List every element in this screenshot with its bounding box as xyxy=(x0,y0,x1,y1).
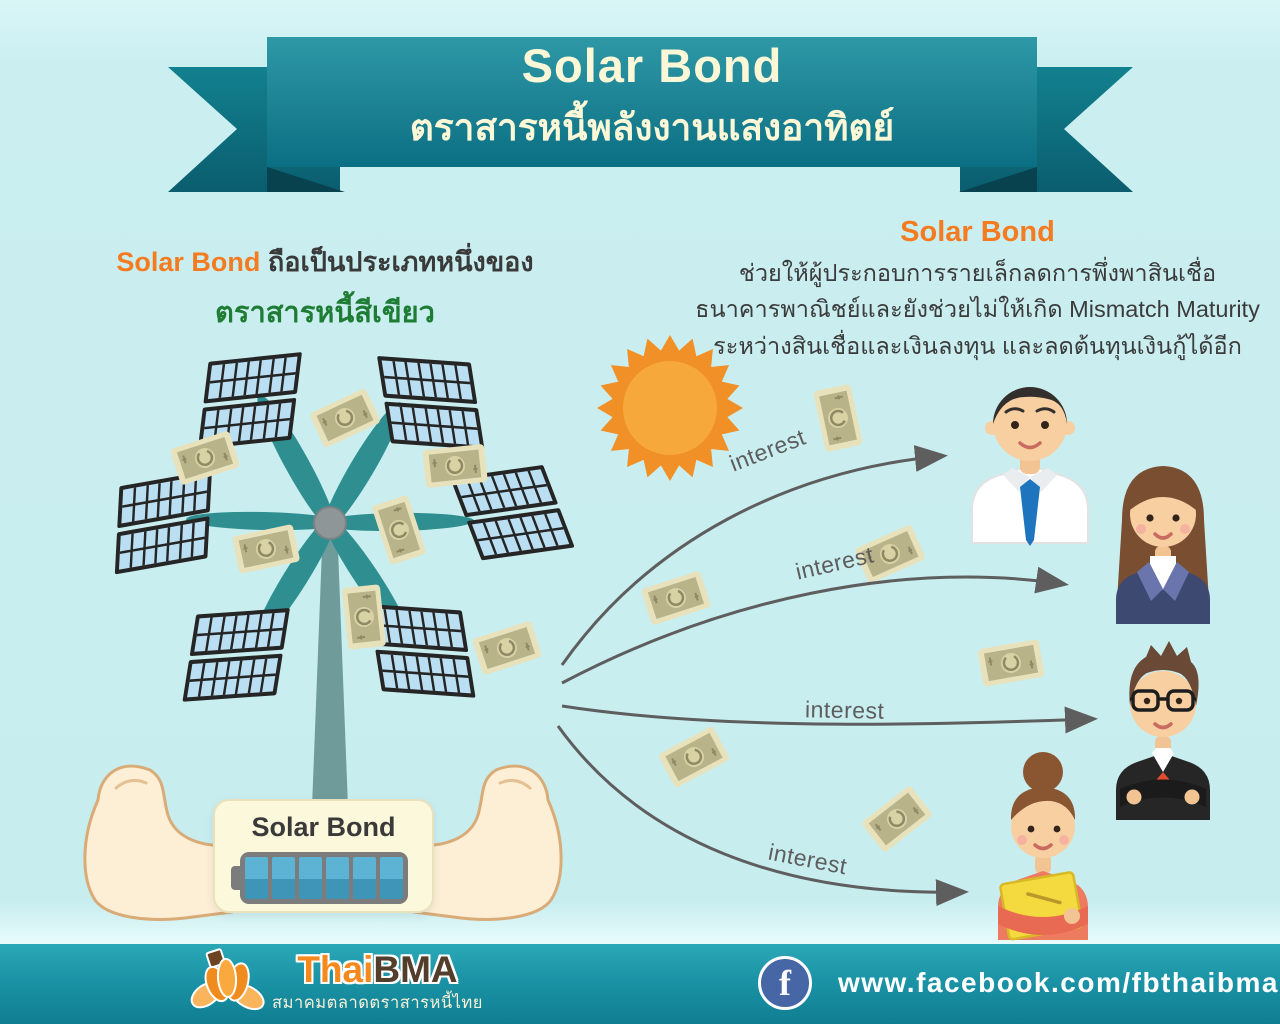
title-ribbon xyxy=(168,37,1133,192)
brand-bma: BMA xyxy=(373,948,458,990)
interest-arrows xyxy=(556,445,1098,907)
benefit-note: Solar Bond ช่วยให้ผู้ประกอบการรายเล็กลดก… xyxy=(695,216,1260,364)
banner-subtitle: ตราสารหนี้พลังงานแสงอาทิตย์ xyxy=(409,106,895,148)
solar-bond-card: Solar Bond xyxy=(213,799,434,913)
thaibma-logo: ThaiBMA สมาคมตลาดตราสารหนี้ไทย xyxy=(190,947,483,1019)
battery-cell xyxy=(298,857,322,899)
brand-thai: Thai xyxy=(297,948,374,990)
woman-folder-icon xyxy=(998,752,1088,941)
footer-bar: ThaiBMA สมาคมตลาดตราสารหนี้ไทย f www.fac… xyxy=(0,944,1280,1024)
battery-cell xyxy=(325,857,349,899)
brand-subtitle: สมาคมตลาดตราสารหนี้ไทย xyxy=(272,993,483,1012)
intro-rest: ถือเป็นประเภทหนึ่งของ xyxy=(260,247,534,277)
businesswoman-icon xyxy=(1116,466,1210,624)
intro-note: Solar Bond ถือเป็นประเภทหนึ่งของ ตราสารห… xyxy=(85,243,565,334)
benefit-line-3: ระหว่างสินเชื่อและเงินลงทุน และลดต้นทุนเ… xyxy=(713,332,1242,359)
benefit-title: Solar Bond xyxy=(900,216,1055,248)
benefit-line-2: ธนาคารพาณิชย์และยังช่วยไม่ให้เกิด Mismat… xyxy=(695,296,1260,323)
benefit-line-1: ช่วยให้ผู้ประกอบการรายเล็กลดการพึ่งพาสิน… xyxy=(738,260,1217,286)
lotus-icon xyxy=(190,948,265,1011)
battery-cell xyxy=(244,857,268,899)
facebook-icon: f xyxy=(758,956,812,1010)
sun-icon xyxy=(597,335,743,481)
facebook-url: www.facebook.com/fbthaibma xyxy=(838,967,1279,998)
banner-title: Solar Bond xyxy=(521,39,783,92)
brand-title: ThaiBMA xyxy=(297,951,457,988)
battery-cell xyxy=(379,857,403,899)
banner: Solar Bond ตราสารหนี้พลังงานแสงอาทิตย์ xyxy=(267,40,1037,157)
intro-highlight: Solar Bond xyxy=(116,247,261,277)
battery-icon xyxy=(230,852,408,904)
battery-cell xyxy=(271,857,295,899)
businessman-glasses-icon xyxy=(1116,641,1210,820)
intro-green-line: ตราสารหนี้สีเขียว xyxy=(215,297,435,330)
battery-card-label: Solar Bond xyxy=(251,812,396,842)
solar-windmill-icon xyxy=(98,350,576,910)
businessman-icon xyxy=(971,387,1089,546)
battery-cell xyxy=(352,857,376,899)
facebook-link: f www.facebook.com/fbthaibma xyxy=(758,956,1279,1010)
